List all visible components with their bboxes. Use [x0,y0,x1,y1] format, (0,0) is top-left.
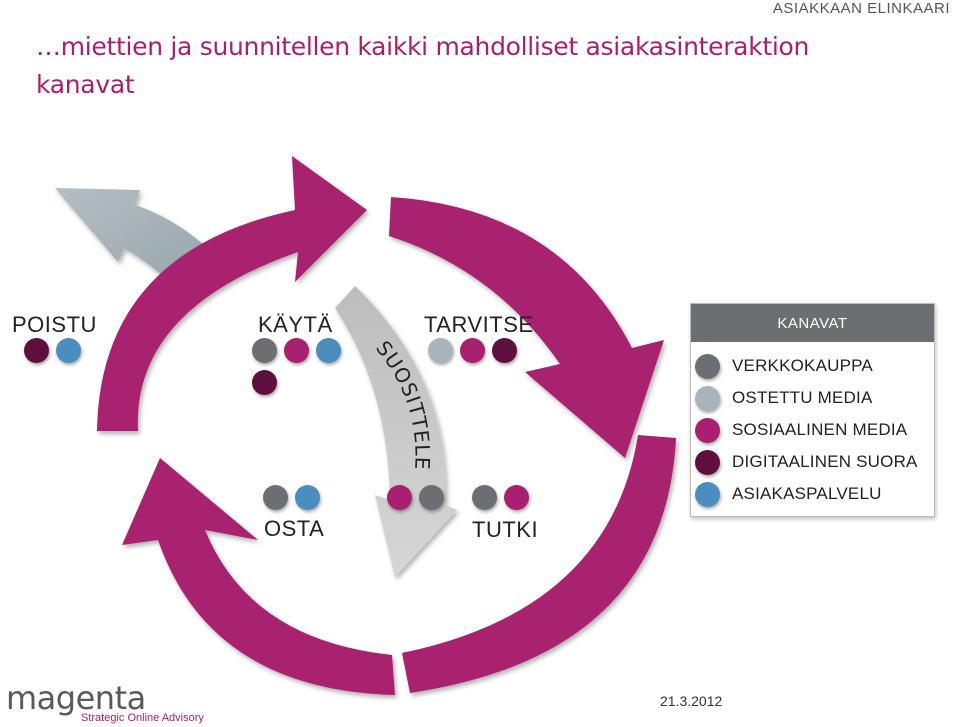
page-title: …miettien ja suunnitellen kaikki mahdoll… [36,32,810,99]
legend-label: SOSIAALINEN MEDIA [732,420,908,439]
date: 21.3.2012 [660,693,723,709]
section-label: ASIAKKAAN ELINKAARI [772,0,950,17]
cycle-arrow-top-right [389,197,664,458]
legend-item: ASIAKASPALVELU [695,478,934,510]
magenta-logo: magenta Strategic Online Advisory [6,679,204,724]
channel-dot [460,338,485,363]
stage-label-kayta: KÄYTÄ [258,312,333,337]
channel-dot [419,485,444,510]
legend-swatch [695,481,720,507]
legend-label: DIGITAALINEN SUORA [732,452,918,471]
legend-label: OSTETTU MEDIA [732,388,873,407]
stage-channels-osta [263,485,333,510]
channel-dot [504,485,529,510]
cycle-arrow-top-left [97,156,367,431]
stage-label-tutki: TUTKI [472,517,539,542]
legend-item: VERKKOKAUPPA [695,350,934,382]
channel-dot [316,338,341,363]
stage-channels-tarvitse [428,338,528,363]
channel-dot [387,485,412,510]
legend-swatch [695,449,720,475]
channel-dot [56,338,81,363]
stage-label-osta: OSTA [264,516,325,541]
legend-list: VERKKOKAUPPA OSTETTU MEDIA SOSIAALINEN MED… [691,342,934,510]
legend-item: SOSIAALINEN MEDIA [695,414,934,446]
legend-swatch [695,353,720,379]
channel-dot [492,338,517,363]
stage-channels-suosittele [387,485,457,510]
channel-legend: KANAVAT VERKKOKAUPPA OSTETTU MEDIA SOSIAAL… [690,303,935,517]
logo-tagline: Strategic Online Advisory [81,712,204,724]
channel-dot [252,370,277,395]
legend-item: DIGITAALINEN SUORA [695,446,934,478]
legend-item: OSTETTU MEDIA [695,382,934,414]
channel-dot [284,338,309,363]
channel-dot [252,338,277,363]
stage-channels-tutki [472,485,542,510]
channel-dot [263,485,288,510]
cycle-arrow-bottom-left [122,458,395,695]
channel-dot [428,338,453,363]
logo-word: magenta [6,679,146,717]
channel-dot [295,485,320,510]
legend-swatch [695,417,720,443]
legend-label: ASIAKASPALVELU [732,484,882,503]
channel-dot [24,338,49,363]
legend-title: KANAVAT [691,304,934,342]
stage-label-poistu: POISTU [12,312,97,337]
legend-swatch [695,385,720,411]
stage-channels-kayta [252,338,352,395]
legend-label: VERKKOKAUPPA [732,356,873,375]
channel-dot [472,485,497,510]
stage-channels-poistu [24,338,94,363]
cycle-arrow-bottom-right [402,435,676,693]
stage-label-tarvitse: TARVITSE [424,312,534,337]
